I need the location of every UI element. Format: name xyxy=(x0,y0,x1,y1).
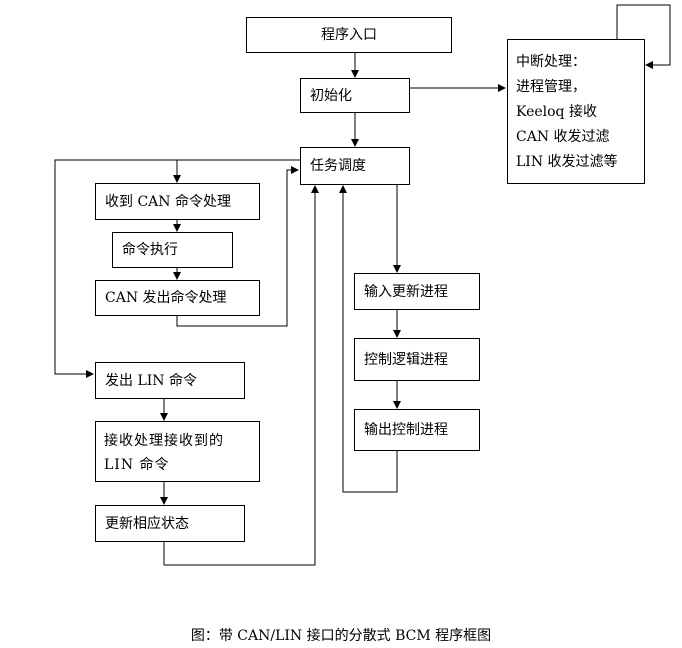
box-lin-recv-line1: 接收处理接收到的 xyxy=(104,433,224,449)
box-cmd-exec-label: 命令执行 xyxy=(122,242,178,258)
box-can-send: CAN 发出命令处理 xyxy=(95,280,260,316)
box-entry-label: 程序入口 xyxy=(321,27,377,43)
box-update-state-label: 更新相应状态 xyxy=(105,515,189,532)
interrupt-line: Keeloq 接收 xyxy=(516,104,597,120)
box-output-control-label: 输出控制进程 xyxy=(364,422,448,438)
box-control-logic: 控制逻辑进程 xyxy=(354,338,480,381)
interrupt-line: 进程管理， xyxy=(516,79,586,95)
figure-caption: 图：带 CAN/LIN 接口的分散式 BCM 程序框图 xyxy=(190,628,492,644)
arrow-update-to-scheduler xyxy=(163,185,319,566)
arrow-can-send-to-scheduler xyxy=(176,166,299,327)
box-control-logic-label: 控制逻辑进程 xyxy=(364,351,448,368)
box-interrupt: 中断处理： 进程管理， Keeloq 接收 CAN 收发过滤 LIN 收发过滤等 xyxy=(507,39,645,184)
box-can-recv-label: 收到 CAN 命令处理 xyxy=(105,193,231,210)
box-scheduler: 任务调度 xyxy=(300,147,410,185)
box-update-state: 更新相应状态 xyxy=(95,505,245,542)
box-scheduler-label: 任务调度 xyxy=(310,158,366,174)
box-can-recv: 收到 CAN 命令处理 xyxy=(95,183,260,220)
arrow-interrupt-self-loop xyxy=(616,4,671,69)
interrupt-line: LIN 收发过滤等 xyxy=(516,154,618,170)
box-entry: 程序入口 xyxy=(246,17,452,53)
box-cmd-exec: 命令执行 xyxy=(112,232,233,268)
box-init: 初始化 xyxy=(300,78,410,113)
box-input-update-label: 输入更新进程 xyxy=(364,283,448,300)
box-lin-recv: 接收处理接收到的 LIN 命令 xyxy=(95,421,260,482)
box-lin-recv-line2: LIN 命令 xyxy=(104,457,170,473)
box-can-send-label: CAN 发出命令处理 xyxy=(105,290,227,306)
interrupt-line: 中断处理： xyxy=(516,54,586,70)
box-output-control: 输出控制进程 xyxy=(354,409,480,451)
box-lin-send-label: 发出 LIN 命令 xyxy=(105,372,197,389)
arrow-output-to-scheduler xyxy=(339,185,398,493)
interrupt-line: CAN 收发过滤 xyxy=(516,129,610,145)
box-lin-send: 发出 LIN 命令 xyxy=(95,362,245,399)
box-init-label: 初始化 xyxy=(310,87,352,104)
box-input-update: 输入更新进程 xyxy=(354,273,480,310)
